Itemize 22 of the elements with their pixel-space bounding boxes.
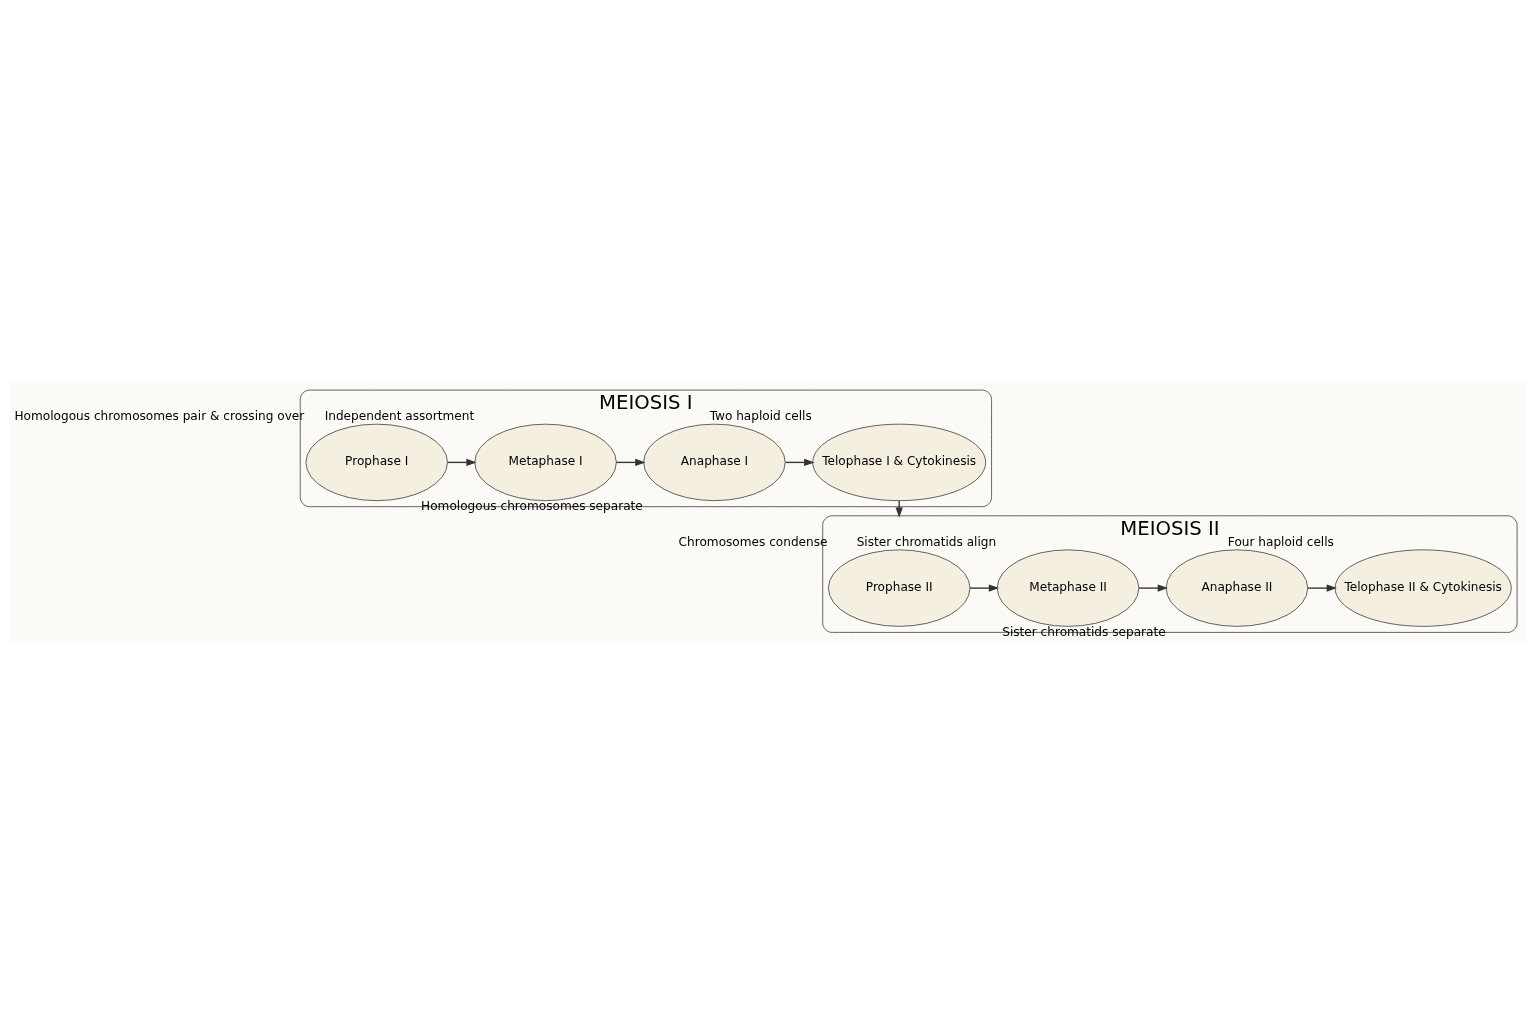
arrow [446, 458, 477, 466]
node-ellipse: Metaphase II [996, 549, 1140, 627]
node-label: Independent assortment [324, 409, 475, 424]
node-ellipse: Anaphase II [1165, 549, 1309, 627]
node-ellipse: Telophase II & Cytokinesis [1334, 549, 1512, 627]
arrow [784, 458, 815, 466]
node-label: Four haploid cells [1227, 534, 1334, 549]
arrow [1138, 584, 1168, 592]
arrow [615, 458, 646, 466]
node-label: Chromosomes condense [678, 534, 828, 549]
node-ellipse: Anaphase I [643, 423, 786, 501]
node-label: Sister chromatids align [856, 534, 997, 549]
node-label: Homologous chromosomes separate [421, 499, 643, 514]
node-ellipse: Metaphase I [474, 423, 617, 501]
node-ellipse: Telophase I & Cytokinesis [812, 423, 987, 501]
node-label: Homologous chromosomes pair & crossing over [14, 409, 305, 424]
arrow [1307, 584, 1337, 592]
node-label: Two haploid cells [709, 409, 812, 424]
arrow [969, 584, 1000, 592]
node-label: Sister chromatids separate [1002, 625, 1166, 640]
node-ellipse: Prophase II [828, 549, 971, 627]
node-ellipse: Prophase I [305, 423, 448, 501]
